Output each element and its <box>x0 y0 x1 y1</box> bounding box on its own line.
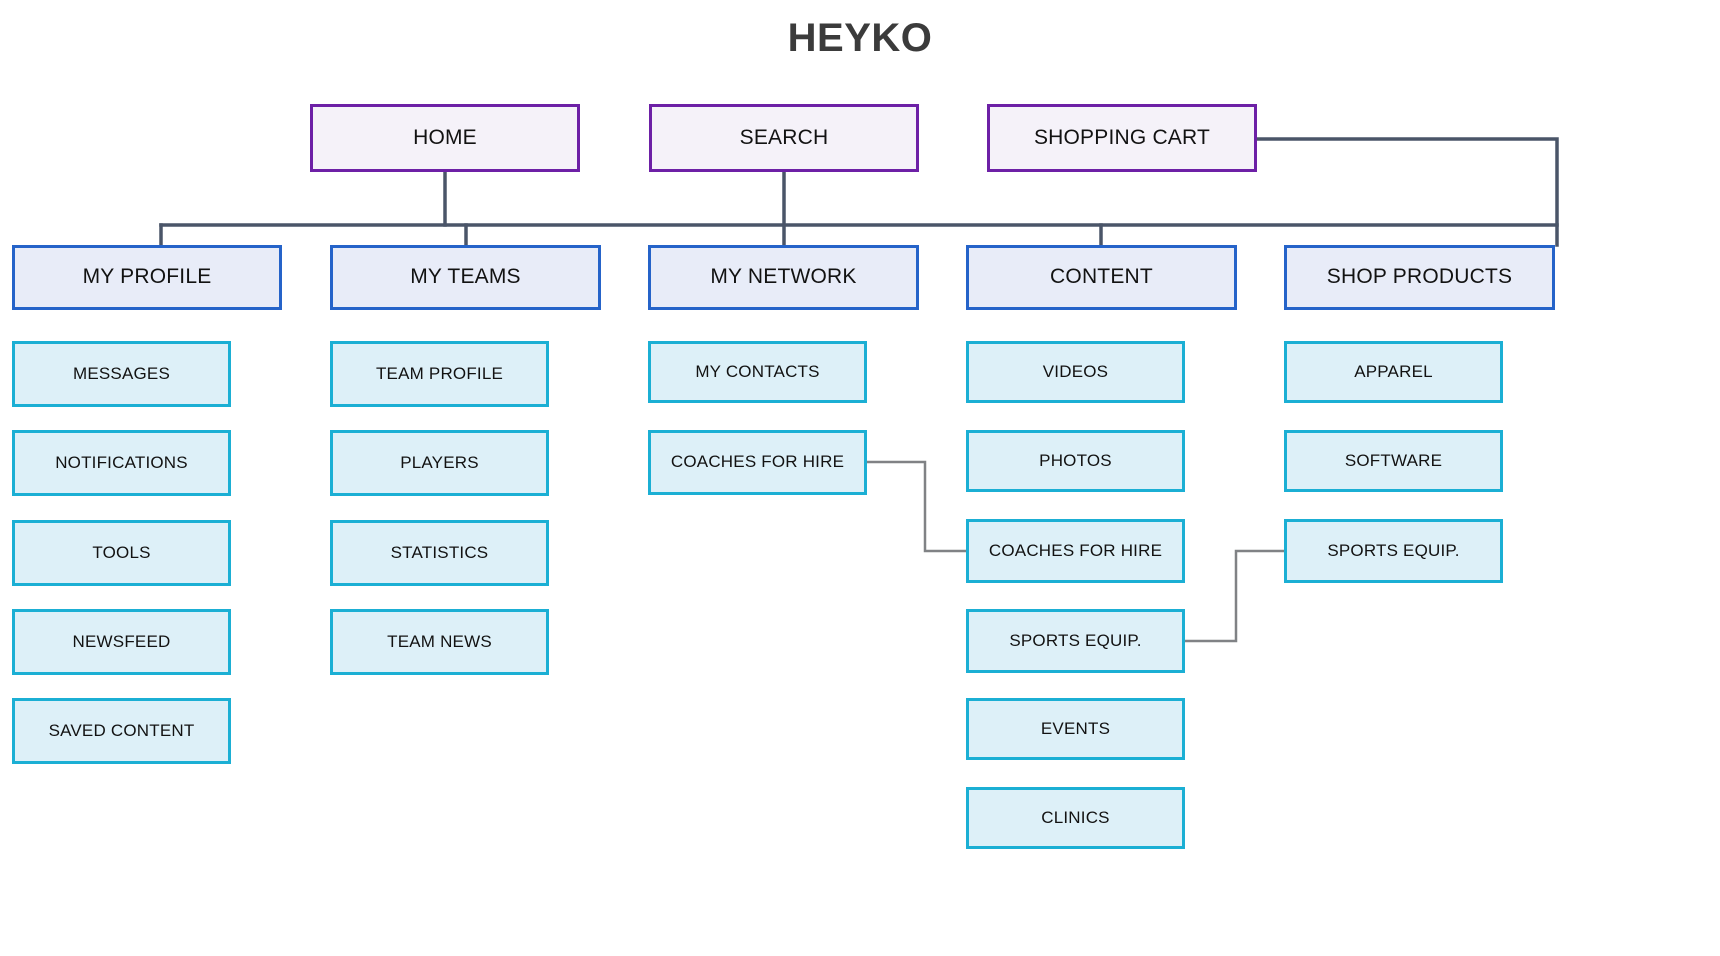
node-label: MY CONTACTS <box>695 361 820 381</box>
leaf-node-content-clinics[interactable]: CLINICS <box>966 787 1185 849</box>
node-label: PHOTOS <box>1039 450 1112 470</box>
leaf-node-my-network-coaches-for-hire[interactable]: COACHES FOR HIRE <box>648 430 867 495</box>
node-label: STATISTICS <box>390 542 489 562</box>
wire-coaches-crosslink <box>865 460 968 553</box>
node-label: CONTENT <box>1050 265 1153 289</box>
section-node-shop-products[interactable]: SHOP PRODUCTS <box>1284 245 1555 310</box>
leaf-node-content-photos[interactable]: PHOTOS <box>966 430 1185 492</box>
leaf-node-my-teams-players[interactable]: PLAYERS <box>330 430 549 496</box>
leaf-node-my-profile-newsfeed[interactable]: NEWSFEED <box>12 609 231 675</box>
node-label: EVENTS <box>1040 718 1111 738</box>
section-node-content[interactable]: CONTENT <box>966 245 1237 310</box>
node-label: NEWSFEED <box>72 631 171 651</box>
node-label: SHOP PRODUCTS <box>1326 265 1513 289</box>
top-node-shopping-cart[interactable]: SHOPPING CART <box>987 104 1257 172</box>
node-label: NOTIFICATIONS <box>55 452 188 472</box>
leaf-node-my-teams-statistics[interactable]: STATISTICS <box>330 520 549 586</box>
node-label: SHOPPING CART <box>1033 125 1211 149</box>
leaf-node-shop-products-apparel[interactable]: APPAREL <box>1284 341 1503 403</box>
leaf-node-content-sports-equip[interactable]: SPORTS EQUIP. <box>966 609 1185 673</box>
leaf-node-content-coaches-for-hire[interactable]: COACHES FOR HIRE <box>966 519 1185 583</box>
leaf-node-my-profile-messages[interactable]: MESSAGES <box>12 341 231 407</box>
leaf-node-my-network-my-contacts[interactable]: MY CONTACTS <box>648 341 867 403</box>
node-label: COACHES FOR HIRE <box>988 540 1163 560</box>
node-label: TEAM NEWS <box>387 631 492 651</box>
section-node-my-network[interactable]: MY NETWORK <box>648 245 919 310</box>
node-label: SPORTS EQUIP. <box>1009 630 1142 650</box>
node-label: SPORTS EQUIP. <box>1327 540 1460 560</box>
node-label: SEARCH <box>739 125 829 149</box>
node-label: MESSAGES <box>72 363 171 383</box>
node-label: SOFTWARE <box>1344 450 1443 470</box>
leaf-node-my-profile-notifications[interactable]: NOTIFICATIONS <box>12 430 231 496</box>
leaf-node-content-events[interactable]: EVENTS <box>966 698 1185 760</box>
leaf-node-shop-products-software[interactable]: SOFTWARE <box>1284 430 1503 492</box>
section-node-my-teams[interactable]: MY TEAMS <box>330 245 601 310</box>
leaf-node-my-teams-team-news[interactable]: TEAM NEWS <box>330 609 549 675</box>
leaf-node-my-teams-team-profile[interactable]: TEAM PROFILE <box>330 341 549 407</box>
leaf-node-my-profile-saved-content[interactable]: SAVED CONTENT <box>12 698 231 764</box>
node-label: MY PROFILE <box>82 265 212 289</box>
node-label: VIDEOS <box>1042 361 1109 381</box>
node-label: MY TEAMS <box>410 265 521 289</box>
leaf-node-my-profile-tools[interactable]: TOOLS <box>12 520 231 586</box>
node-label: SAVED CONTENT <box>48 720 195 740</box>
node-label: COACHES FOR HIRE <box>670 452 845 472</box>
node-label: PLAYERS <box>400 452 479 472</box>
leaf-node-shop-products-sports-equip[interactable]: SPORTS EQUIP. <box>1284 519 1503 583</box>
wire-sportsequip-crosslink <box>1183 549 1286 643</box>
node-label: HOME <box>413 125 477 149</box>
node-label: TEAM PROFILE <box>375 363 504 383</box>
node-label: MY NETWORK <box>710 265 857 289</box>
node-label: CLINICS <box>1041 807 1110 827</box>
top-node-search[interactable]: SEARCH <box>649 104 919 172</box>
node-label: TOOLS <box>92 542 151 562</box>
page-title: HEYKO <box>787 16 933 60</box>
leaf-node-content-videos[interactable]: VIDEOS <box>966 341 1185 403</box>
wire-cart-to-shop <box>1255 137 1559 247</box>
section-node-my-profile[interactable]: MY PROFILE <box>12 245 282 310</box>
top-node-home[interactable]: HOME <box>310 104 580 172</box>
node-label: APPAREL <box>1354 361 1433 381</box>
